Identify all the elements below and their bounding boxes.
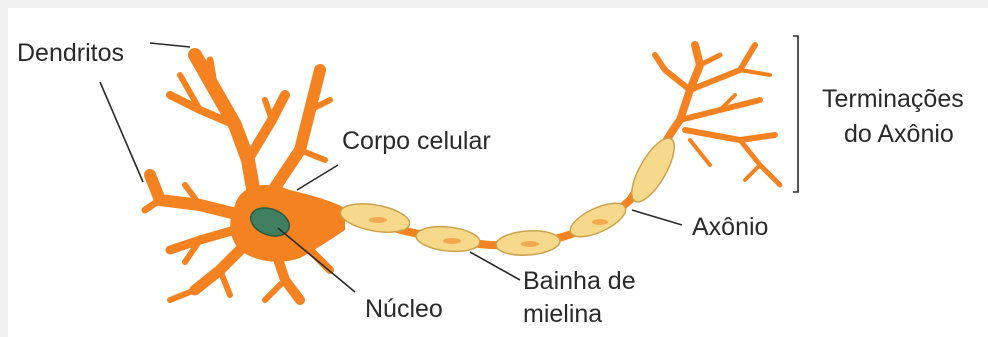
label-terminals-line2: do Axônio xyxy=(844,120,954,148)
neuron-dendrites xyxy=(145,55,330,300)
label-dendrites: Dendritos xyxy=(17,39,124,67)
label-cell-body: Corpo celular xyxy=(342,127,491,155)
label-myelin-line1: Bainha de xyxy=(523,267,636,295)
label-myelin-line2: mielina xyxy=(523,300,602,328)
label-nucleus: Núcleo xyxy=(365,295,443,323)
axon-terminals xyxy=(655,45,780,185)
label-terminals-line1: Terminações xyxy=(822,85,964,113)
label-axon: Axônio xyxy=(692,213,768,241)
